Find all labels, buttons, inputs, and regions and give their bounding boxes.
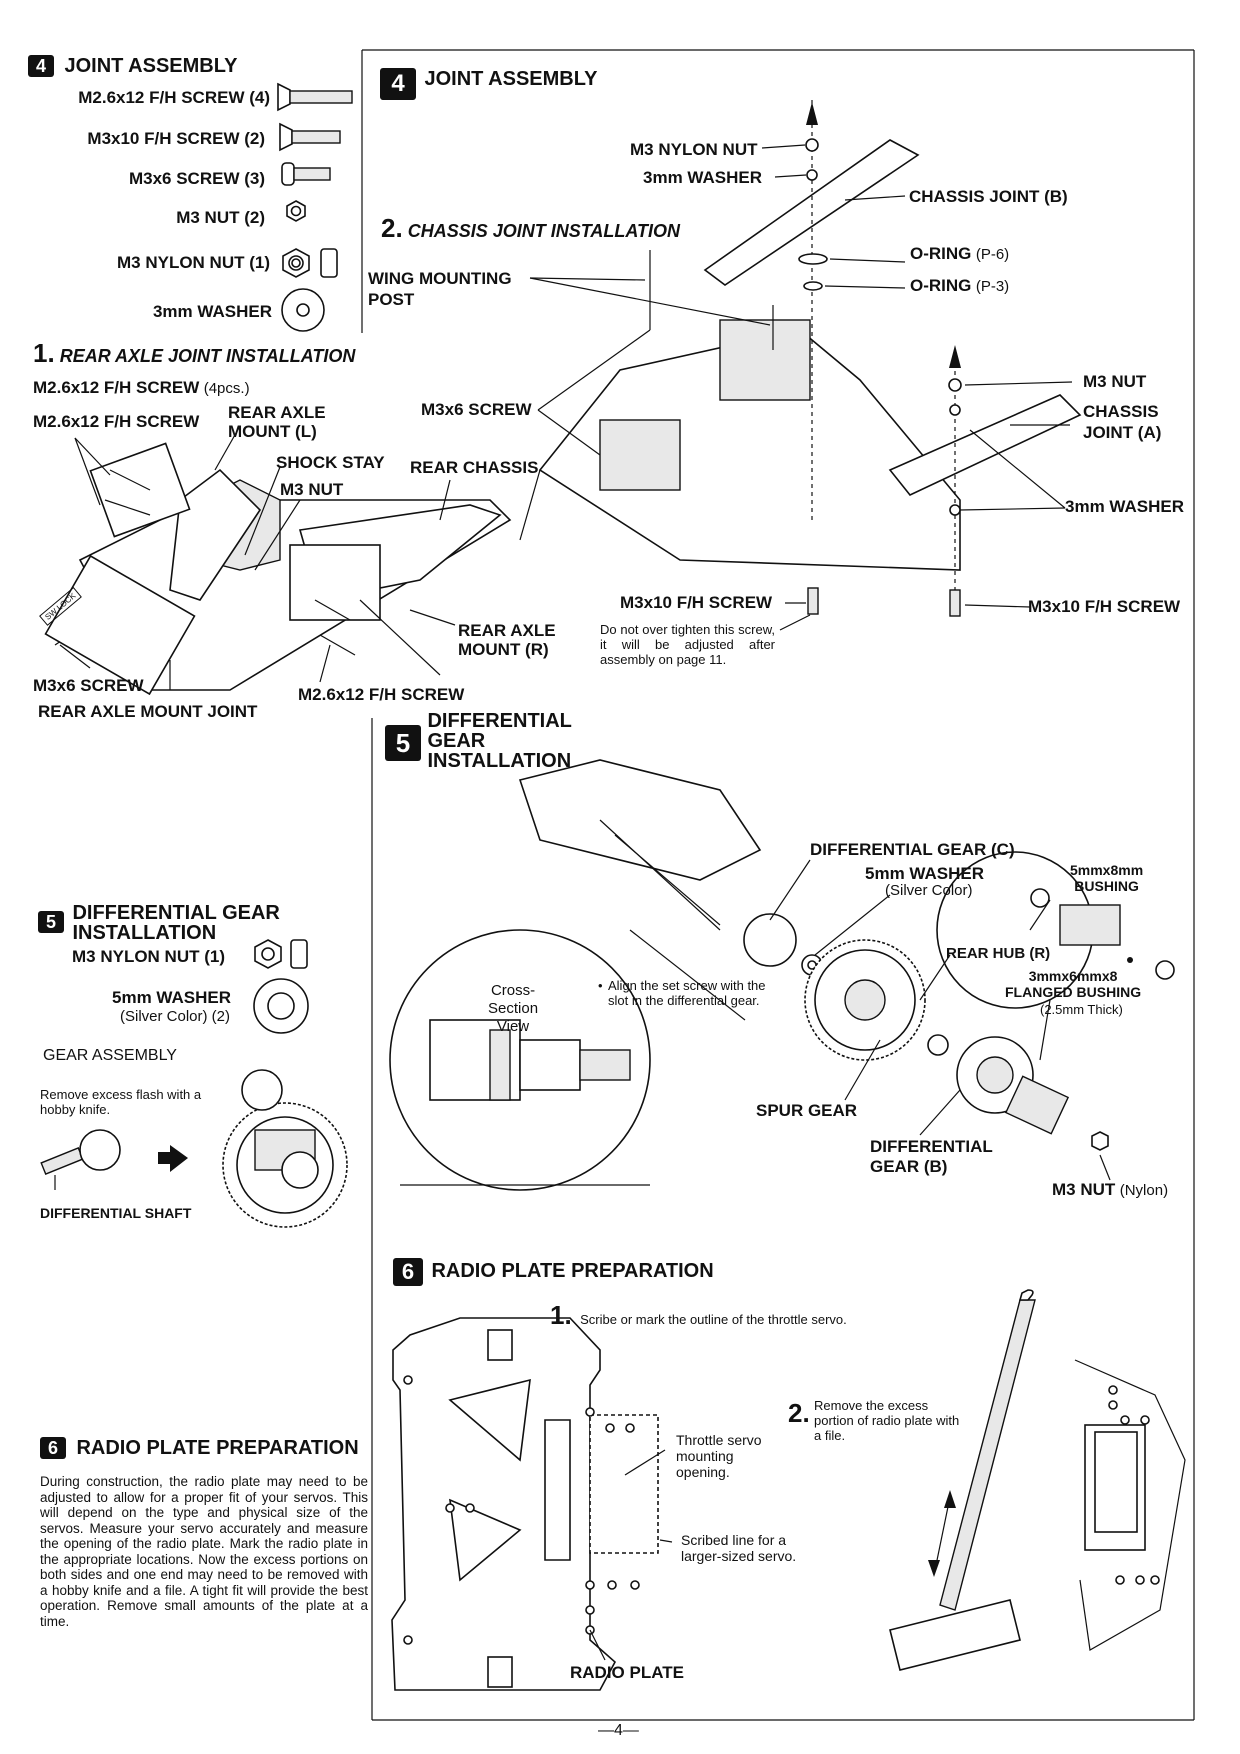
part-label: M3 NYLON NUT (1): [117, 253, 270, 272]
callout-label: WING MOUNTING POST: [368, 269, 512, 309]
callout-label: M2.6x12 F/H SCREW: [33, 412, 200, 431]
callout-label: REAR CHASSIS: [410, 458, 539, 477]
callout-label: O-RING (P-6): [910, 244, 1010, 263]
callout-label: SHOCK STAY: [276, 453, 385, 472]
trimmed-plate-illustration: [1074, 1359, 1186, 1651]
rear-axle-assembly-illustration: [44, 442, 512, 696]
callout-note: (Silver Color): [885, 882, 973, 899]
callout-label: M3x10 F/H SCREW: [620, 593, 773, 612]
callout-label: REAR AXLE MOUNT JOINT: [38, 702, 258, 721]
step-badge: 4: [380, 68, 416, 100]
callout-label: M3 NUT: [1083, 372, 1147, 391]
cross-section-view: [389, 929, 651, 1191]
radio-instructions: During construction, the radio plate may…: [40, 1474, 368, 1629]
left-joint-heading: 4 JOINT ASSEMBLY: [28, 55, 237, 78]
callout-label: 3mmx6mmx8 FLANGED BUSHING: [1005, 968, 1142, 1000]
step-badge: 4: [28, 55, 54, 77]
callout-label: REAR AXLE MOUNT (L): [228, 403, 326, 441]
step-badge: 6: [393, 1258, 423, 1286]
part-label: M2.6x12 F/H SCREW (4): [78, 88, 270, 107]
gear-assembly-note: Remove excess flash with a hobby knife.: [40, 1087, 202, 1117]
callout-label: REAR HUB (R): [946, 945, 1051, 962]
callout-label: M3 NUT: [280, 480, 344, 499]
callout-label: M3x10 F/H SCREW: [1028, 597, 1181, 616]
radio-step-1: 1. Scribe or mark the outline of the thr…: [550, 1300, 847, 1330]
callout-label: DIFFERENTIAL GEAR (B): [870, 1137, 993, 1176]
step-badge: 6: [40, 1437, 66, 1459]
section-title: DIFFERENTIAL GEAR INSTALLATION: [72, 902, 280, 944]
left-radio-heading: 6 RADIO PLATE PREPARATION: [40, 1437, 359, 1460]
section-title: RADIO PLATE PREPARATION: [76, 1437, 359, 1459]
section-title: JOINT ASSEMBLY: [64, 55, 238, 77]
right-diff-heading: 5 DIFFERENTIAL GEAR INSTALLATION: [385, 711, 572, 772]
left-diff-heading: 5 DIFFERENTIAL GEAR INSTALLATION: [38, 903, 280, 944]
callout-label: CHASSIS JOINT (A): [1083, 402, 1162, 442]
screw-icon: [281, 162, 331, 186]
part-label: M3x10 F/H SCREW (2): [87, 129, 265, 148]
callout-label: CHASSIS JOINT (B): [909, 187, 1068, 206]
radio-plate-label: RADIO PLATE: [570, 1663, 684, 1682]
rear-axle-qty: M2.6x12 F/H SCREW (4pcs.): [33, 378, 250, 397]
step-badge: 5: [385, 725, 421, 761]
callout-label: M3x6 SCREW: [421, 400, 532, 419]
callout-label: 5mmx8mm BUSHING: [1070, 862, 1144, 894]
flathead-screw-icon: [277, 82, 353, 112]
scribed-label: Scribed line for a larger-sized servo.: [681, 1532, 797, 1564]
part-label: 3mm WASHER: [152, 302, 272, 321]
gear-assembly-illustration: [40, 1069, 348, 1228]
nylon-nut-icon: [282, 248, 338, 278]
section-title: RADIO PLATE PREPARATION: [431, 1260, 714, 1282]
section-title: JOINT ASSEMBLY: [424, 68, 598, 90]
align-note: •Align the set screw with the slot in th…: [598, 978, 766, 1008]
callout-label: M3 NUT (Nylon): [1052, 1180, 1169, 1199]
callout-label: DIFFERENTIAL GEAR (C): [810, 840, 1015, 859]
callout-label: SPUR GEAR: [756, 1101, 858, 1120]
file-tool-illustration: [889, 1289, 1036, 1671]
cross-section-label: Cross- Section View: [488, 982, 539, 1035]
callout-label: 5mm WASHER: [865, 864, 985, 883]
flathead-screw-icon: [279, 122, 341, 152]
callout-label: 3mm WASHER: [643, 168, 763, 187]
gear-assembly-heading: GEAR ASSEMBLY: [43, 1047, 177, 1064]
callout-label: M3x6 SCREW: [33, 676, 144, 695]
right-radio-heading: 6 RADIO PLATE PREPARATION: [393, 1258, 714, 1286]
washer-icon: [281, 288, 325, 332]
step-heading: 1. REAR AXLE JOINT INSTALLATION: [33, 338, 356, 368]
nut-icon: [286, 200, 306, 222]
callout-label: O-RING (P-3): [910, 276, 1010, 295]
callout-label: REAR AXLE MOUNT (R): [458, 621, 556, 659]
tightening-note: Do not over tighten this screw, it will …: [600, 622, 775, 667]
part-label: 5mm WASHER: [112, 988, 232, 1007]
chassis-joint-illustration: [519, 100, 1082, 617]
step-badge: 5: [38, 911, 64, 933]
part-label: M3x6 SCREW (3): [128, 169, 265, 188]
part-label: M3 NUT (2): [176, 208, 265, 227]
throttle-label: Throttle servo mounting opening.: [676, 1432, 762, 1480]
callout-label: M3 NYLON NUT: [630, 140, 758, 159]
callout-label: M2.6x12 F/H SCREW: [298, 685, 465, 704]
differential-exploded-illustration: [518, 759, 1175, 1151]
page-number: —4—: [598, 1722, 639, 1739]
section-title: DIFFERENTIAL GEAR INSTALLATION: [427, 710, 572, 772]
shaft-label: DIFFERENTIAL SHAFT: [40, 1205, 192, 1221]
callout-label: 3mm WASHER: [1065, 497, 1185, 516]
radio-step-2: 2. Remove the excess portion of radio pl…: [788, 1398, 960, 1443]
callout-note: (2.5mm Thick): [1040, 1002, 1123, 1017]
radio-plate-illustration: [391, 1317, 659, 1691]
part-label: M3 NYLON NUT (1): [72, 947, 225, 966]
step-heading: 2. CHASSIS JOINT INSTALLATION: [381, 213, 681, 243]
right-joint-heading: 4 JOINT ASSEMBLY: [380, 68, 597, 100]
part-note: (Silver Color) (2): [120, 1008, 231, 1025]
